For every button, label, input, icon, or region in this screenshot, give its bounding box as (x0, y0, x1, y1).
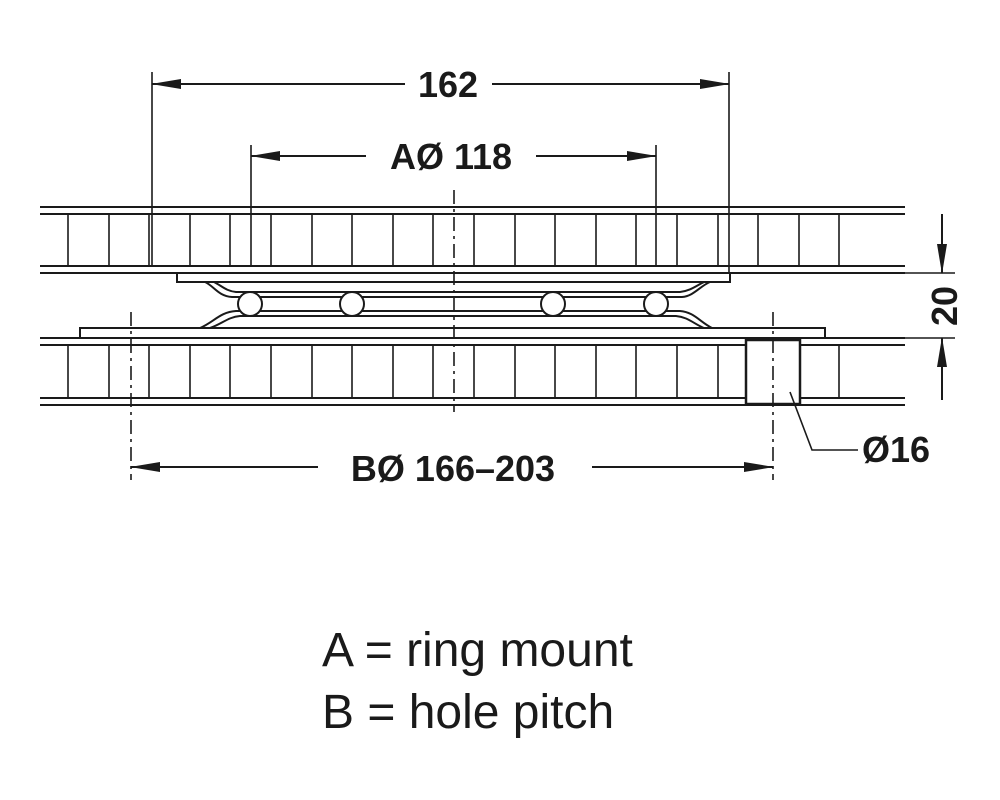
lower-plate (79, 310, 826, 339)
label-overall-width: 162 (418, 64, 478, 105)
label-hole-pitch: BØ 166–203 (351, 448, 555, 489)
center-lines (130, 190, 774, 480)
legend-ring-mount: A = ring mount (322, 624, 633, 677)
upper-board-cells (67, 214, 840, 266)
legend: A = ring mount B = hole pitch (322, 620, 633, 744)
legend-hole-pitch: B = hole pitch (322, 686, 615, 739)
lower-board-cells (67, 345, 840, 398)
upper-board (40, 206, 905, 274)
leader-hole-diameter (789, 391, 858, 451)
ball-bearings (237, 291, 669, 317)
label-hole-diameter: Ø16 (862, 429, 930, 470)
label-height: 20 (924, 286, 965, 326)
label-ring-mount: AØ 118 (390, 136, 512, 177)
